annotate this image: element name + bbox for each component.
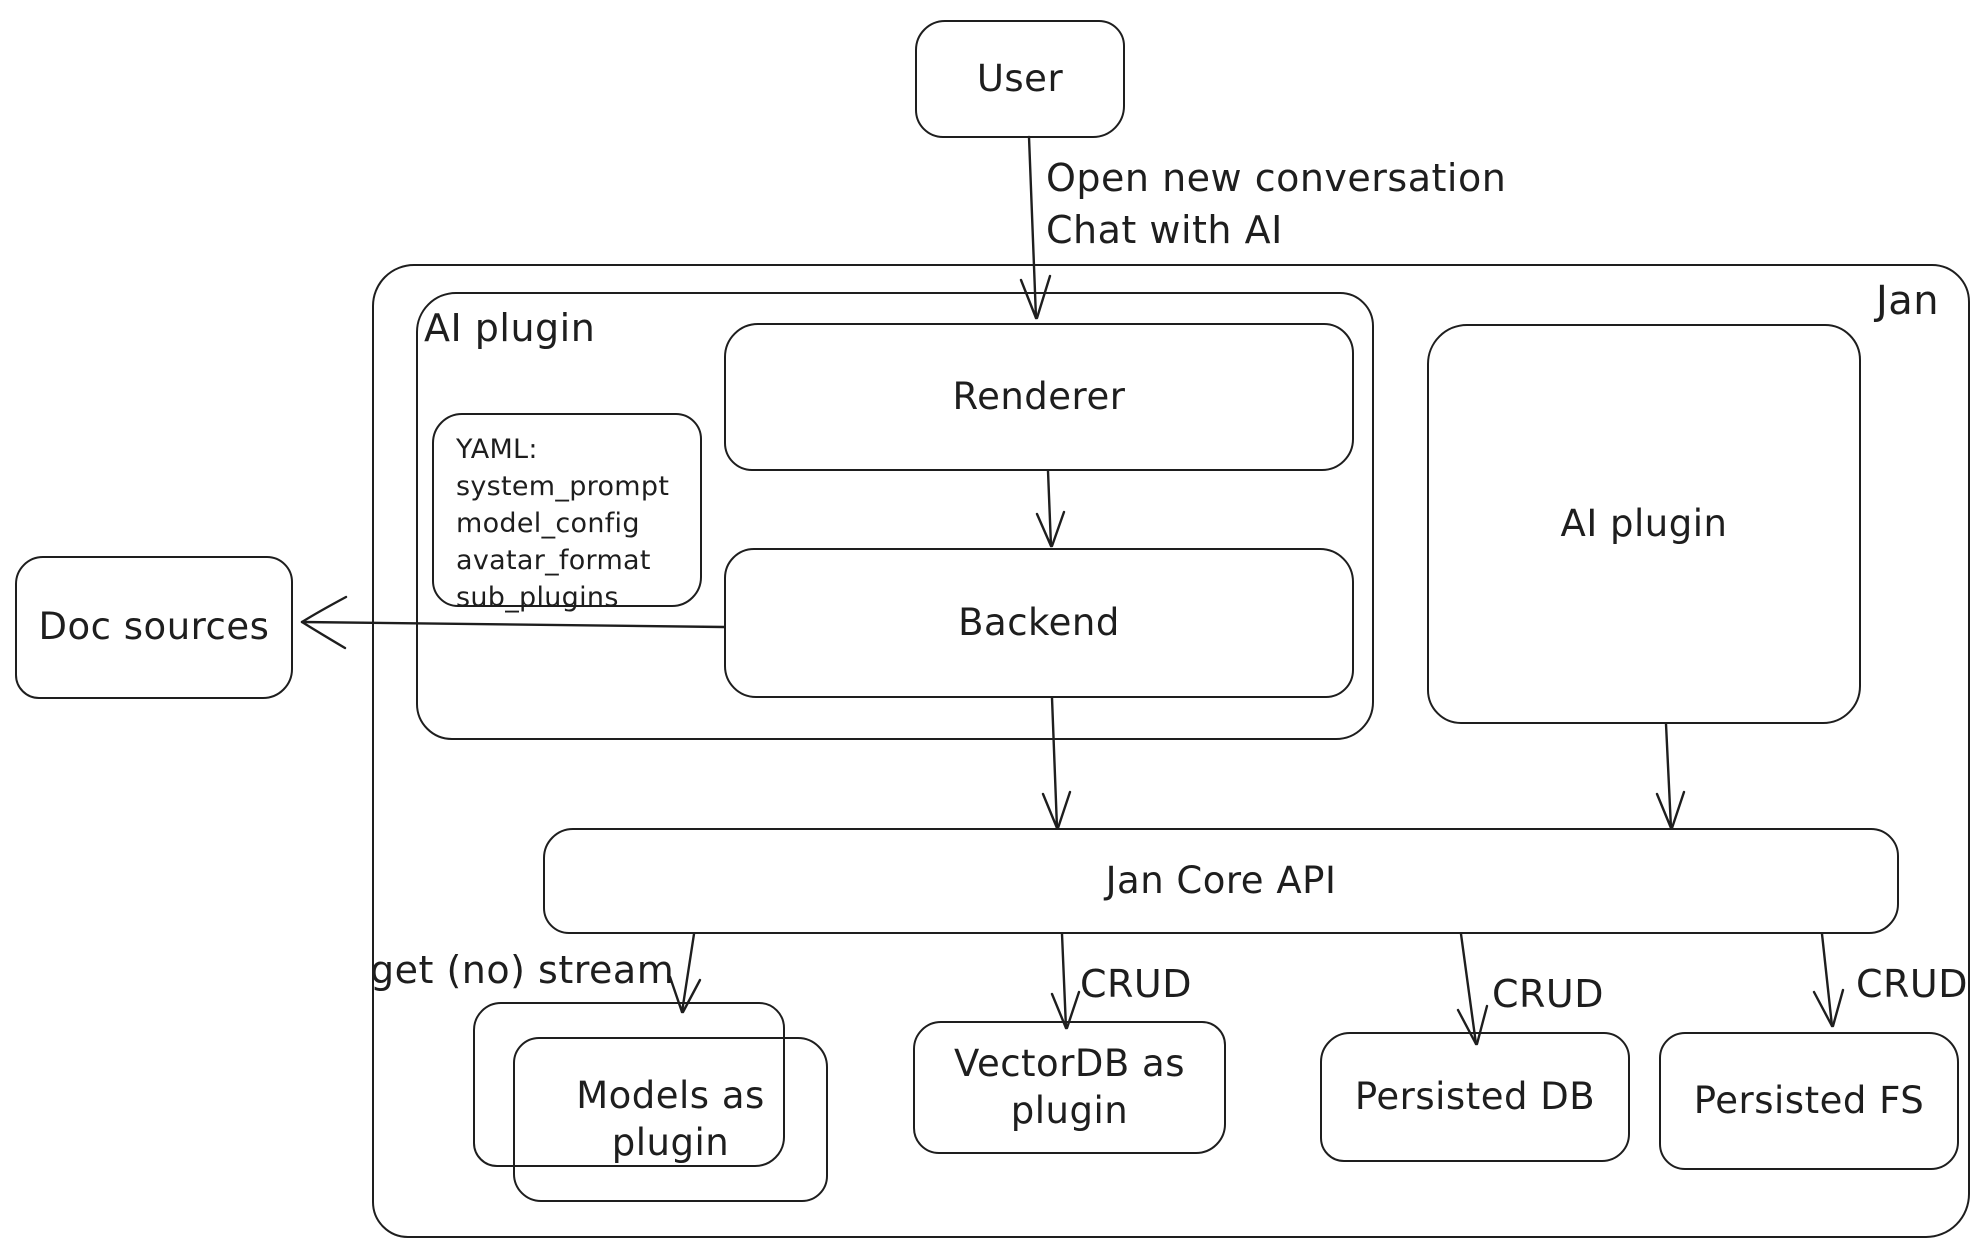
edge-label-crud-persisted-fs: CRUD — [1856, 962, 1969, 1006]
ai-plugin-container-label: AI plugin — [424, 306, 596, 350]
jan-container-label: Jan — [1876, 278, 1940, 324]
edge-label-crud-persisted-db: CRUD — [1492, 972, 1605, 1016]
doc-sources-node-label: Doc sources — [38, 605, 270, 649]
yaml-line: avatar_format — [456, 545, 651, 576]
edge-label-chat-with-ai: Chat with AI — [1046, 208, 1283, 252]
jan-container — [372, 264, 1970, 1238]
vectordb-node-label: VectorDB as plugin — [954, 1042, 1185, 1132]
ai-plugin-right-node: AI plugin — [1427, 324, 1861, 724]
edge-label-crud-vectordb: CRUD — [1080, 962, 1193, 1006]
persisted-db-node-label: Persisted DB — [1354, 1074, 1596, 1118]
ai-plugin-right-node-label: AI plugin — [1560, 501, 1728, 545]
persisted-db-node: Persisted DB — [1320, 1032, 1630, 1162]
backend-node: Backend — [724, 548, 1354, 698]
jan-core-api-node-label: Jan Core API — [1105, 858, 1337, 902]
yaml-line: YAML: — [456, 434, 538, 465]
yaml-note-text: YAML: system_prompt model_config avatar_… — [434, 415, 669, 616]
jan-core-api-node: Jan Core API — [543, 828, 1899, 934]
models-as-plugin-node-label: Models as plugin — [576, 1074, 765, 1164]
yaml-line: system_prompt — [456, 471, 670, 502]
user-node-label: User — [976, 56, 1064, 100]
models-as-plugin-node: Models as plugin — [513, 1037, 828, 1202]
renderer-node-label: Renderer — [952, 374, 1126, 418]
persisted-fs-node-label: Persisted FS — [1693, 1078, 1925, 1122]
doc-sources-node: Doc sources — [15, 556, 293, 699]
edge-label-open-new-conversation: Open new conversation — [1046, 156, 1507, 200]
user-node: User — [915, 20, 1125, 138]
models-as-plugin-back-box — [473, 1002, 785, 1167]
backend-node-label: Backend — [958, 600, 1120, 644]
vectordb-node: VectorDB as plugin — [913, 1021, 1226, 1154]
renderer-node: Renderer — [724, 323, 1354, 471]
yaml-line: model_config — [456, 508, 640, 539]
persisted-fs-node: Persisted FS — [1659, 1032, 1959, 1170]
ai-plugin-container — [416, 292, 1374, 740]
yaml-note: YAML: system_prompt model_config avatar_… — [432, 413, 702, 613]
yaml-line: sub_plugins — [456, 582, 619, 613]
edge-label-get-no-stream: get (no) stream — [370, 948, 675, 992]
